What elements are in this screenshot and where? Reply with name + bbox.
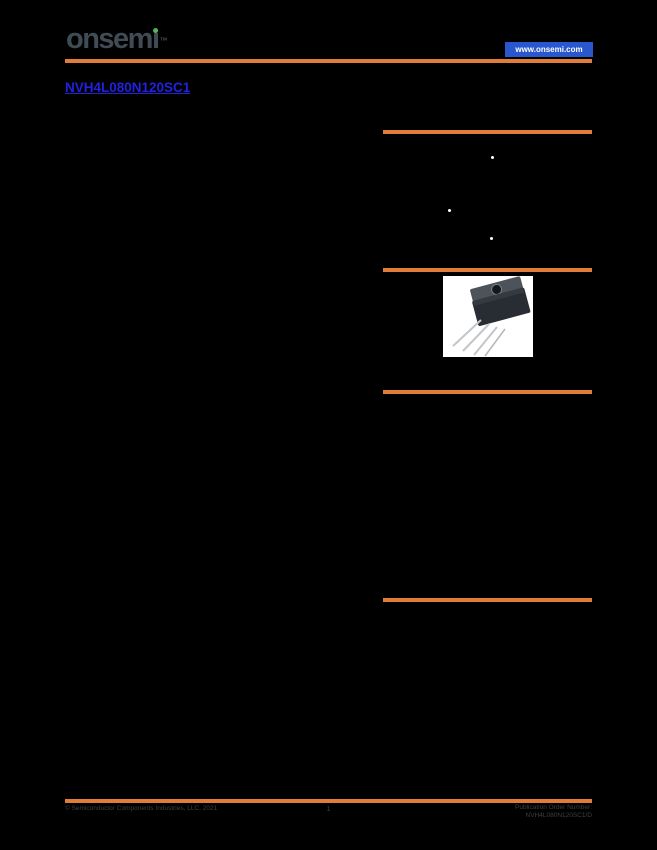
footer-publication-order: Publication Order Number: NVH4L080N120SC…	[515, 804, 592, 820]
footer-publication-label: Publication Order Number:	[515, 804, 592, 811]
onsemi-logo-i: ı	[151, 23, 160, 55]
logo-i-dot-icon	[153, 28, 159, 33]
footer-page-number: 1	[326, 806, 331, 813]
onsemi-site-link[interactable]: www.onsemi.com	[505, 42, 593, 57]
section-rule-features-top	[383, 130, 592, 134]
header-divider-rule	[65, 59, 592, 63]
bullet-dot	[491, 156, 494, 159]
package-photo-image	[452, 276, 531, 357]
section-rule-package-bottom	[383, 390, 592, 394]
footer-divider-rule	[65, 799, 592, 803]
section-rule-package-top	[383, 268, 592, 272]
part-number-link[interactable]: NVH4L080N120SC1	[65, 80, 191, 95]
bullet-dot	[448, 209, 451, 212]
package-photo	[443, 276, 533, 357]
footer-publication-number: NVH4L080N120SC1/D	[525, 812, 592, 819]
footer-copyright: © Semiconductor Components Industries, L…	[65, 805, 218, 812]
section-rule-ordering	[383, 598, 592, 602]
logo-trademark: ™	[159, 36, 168, 45]
mounting-hole-icon	[491, 283, 503, 295]
onsemi-logo-text: onsem	[66, 23, 153, 55]
onsemi-site-link-label: www.onsemi.com	[515, 45, 583, 54]
bullet-dot	[490, 237, 493, 240]
package-leads	[452, 319, 506, 357]
